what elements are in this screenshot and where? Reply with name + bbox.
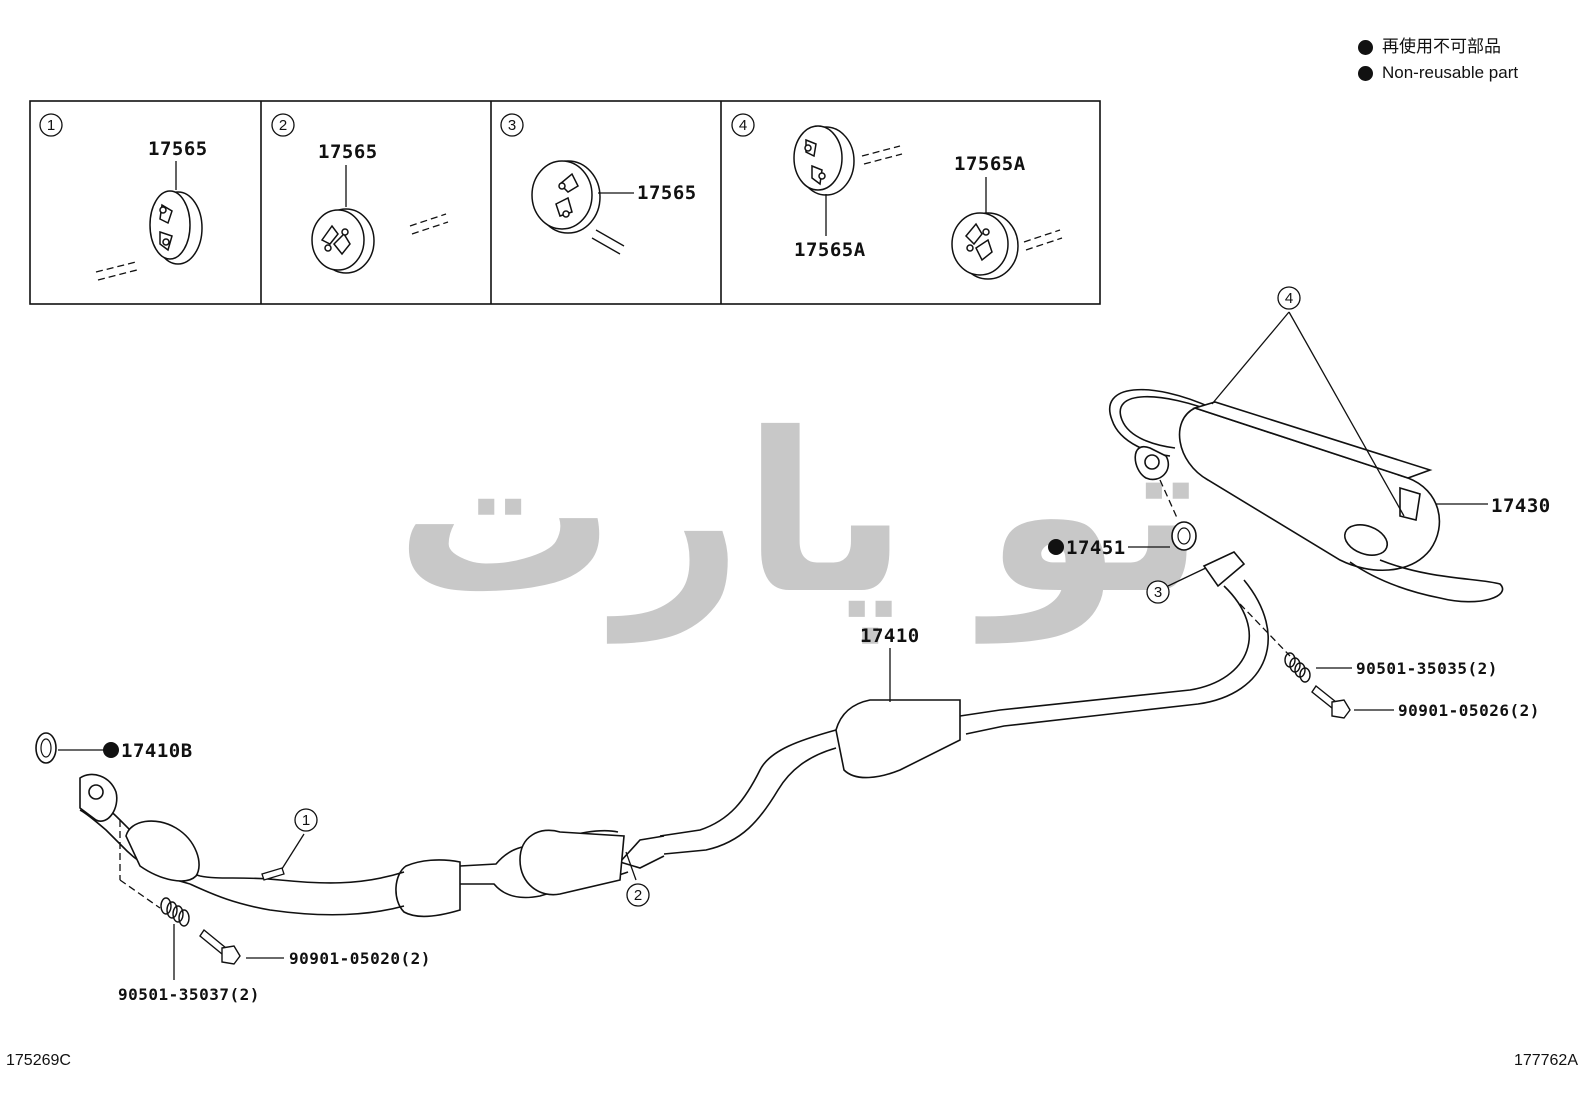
part-label: 17565 [318, 141, 378, 163]
bullet-icon [1358, 65, 1373, 81]
callout-4: 4 [1285, 290, 1293, 307]
detail-panel-3: 3 17565 [500, 113, 697, 255]
diagram-code-left: 175269C [6, 1052, 71, 1069]
detail-panel-4: 4 17565A 17565A [731, 113, 1063, 280]
part-label: 17565A [794, 239, 866, 261]
callout-3: 3 [1154, 584, 1162, 601]
rubber-hanger-icon [149, 190, 203, 265]
part-number-spring-rear: 90501-35035(2) [1356, 659, 1498, 678]
bullet-icon [1358, 39, 1373, 55]
spring-front-icon [160, 897, 190, 927]
panel-number: 2 [279, 117, 287, 134]
detail-panel-2: 2 17565 [271, 113, 449, 274]
legend-row-en: Non-reusable part [1358, 60, 1518, 86]
non-reusable-dot-icon [103, 742, 119, 758]
gasket-front-icon [35, 732, 57, 764]
detail-panels [29, 100, 1101, 305]
part-label: 17565 [148, 138, 208, 160]
rubber-hanger-icon [531, 160, 601, 234]
panel-number: 3 [508, 117, 516, 134]
part-number-bolt-rear: 90901-05026(2) [1398, 701, 1540, 720]
panel-number: 4 [739, 117, 747, 134]
legend-text-en: Non-reusable part [1382, 63, 1519, 82]
callout-2: 2 [634, 887, 642, 904]
center-pipe [79, 551, 1269, 918]
rubber-hanger-icon [311, 208, 375, 274]
legend-text-jp: 再使用不可部品 [1382, 37, 1501, 56]
rubber-hanger-icon [793, 125, 855, 196]
rubber-hanger-icon [951, 212, 1019, 280]
part-number-bolt-front: 90901-05020(2) [289, 949, 431, 968]
spring-rear-icon [1284, 652, 1311, 683]
watermark: تو پارت [395, 386, 1205, 644]
bolt-front-icon [199, 928, 241, 965]
callout-1: 1 [302, 812, 310, 829]
part-number-center-pipe: 17410 [860, 625, 920, 647]
part-number-gasket-rear: 17451 [1066, 537, 1126, 559]
diagram-code-right: 177762A [1513, 1052, 1578, 1069]
bolt-rear-icon [1311, 684, 1351, 719]
panel-number: 1 [47, 117, 55, 134]
part-label: 17565 [637, 182, 697, 204]
legend: 再使用不可部品 Non-reusable part [1358, 34, 1518, 86]
part-number-spring-front: 90501-35037(2) [118, 985, 260, 1004]
non-reusable-dot-icon [1048, 539, 1064, 555]
part-number-muffler: 17430 [1491, 495, 1551, 517]
detail-panel-1: 1 17565 [39, 113, 208, 281]
part-label: 17565A [954, 153, 1026, 175]
part-number-gasket-front: 17410B [121, 740, 193, 762]
legend-row-jp: 再使用不可部品 [1358, 34, 1518, 60]
gasket-rear-icon [1171, 521, 1197, 551]
